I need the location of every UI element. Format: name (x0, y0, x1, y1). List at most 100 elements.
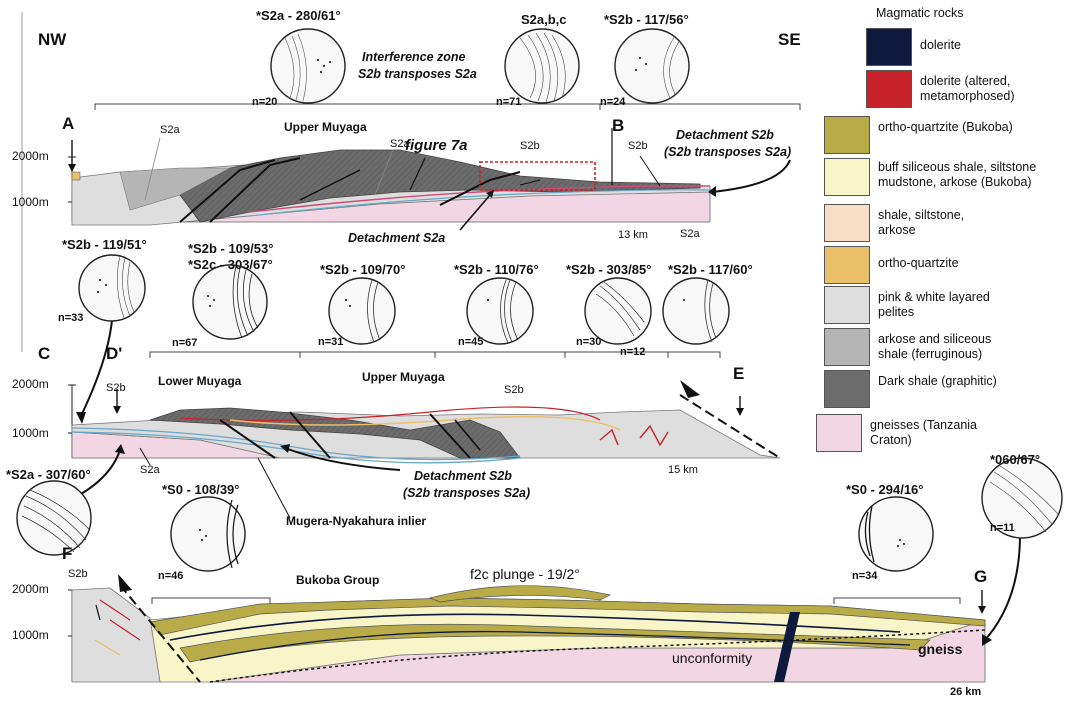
unconformity-label: unconformity (672, 650, 752, 666)
legend-item-ortho-quartzite-bukoba: ortho-quartzite (Bukoba) (816, 116, 1066, 156)
detachment-s2b-top-line1: Detachment S2b (676, 128, 774, 142)
endpoint-a: A (62, 114, 74, 134)
stereonet-s1-n: n=20 (252, 96, 277, 108)
stereonet-s4-title: *S2b - 119/51° (62, 237, 147, 252)
bukoba-group: Bukoba Group (296, 573, 379, 587)
endpoint-e: E (733, 364, 744, 384)
distance-bottom: 26 km (950, 686, 981, 698)
s2a-label-middle: S2a (140, 464, 160, 476)
stereonet-s7-n: n=45 (458, 336, 483, 348)
legend-label-arkose: arkose and siliceous shale (ferruginous) (878, 332, 1018, 362)
lower-muyaga: Lower Muyaga (158, 374, 241, 388)
elev-2000-top: 2000m (12, 149, 49, 163)
section-a-b (68, 104, 800, 230)
legend-label-ortho-quartzite: ortho-quartzite (878, 256, 1058, 271)
stereonet-s2 (505, 29, 579, 103)
legend-swatch-ortho-quartzite (824, 246, 870, 284)
upper-muyaga-top: Upper Muyaga (284, 120, 367, 134)
stereonet-s9-title: *S2b - 117/60° (668, 262, 753, 277)
stereonet-s8 (585, 278, 651, 344)
legend-label-shale-siltstone: shale, siltstone, arkose (878, 208, 988, 238)
endpoint-g: G (974, 567, 987, 587)
f2c-plunge: f2c plunge - 19/2° (470, 566, 580, 582)
legend-swatch-dolerite (866, 28, 912, 66)
elev-1000-middle: 1000m (12, 426, 49, 440)
legend-item-dolerite-altered: dolerite (altered, metamorphosed) (816, 70, 1066, 110)
legend-item-gneisses: gneisses (Tanzania Craton) (816, 414, 1066, 454)
s2b-label-middle-1: S2b (106, 382, 126, 394)
stereonet-s9 (663, 278, 729, 344)
stereonet-s4-n: n=33 (58, 312, 83, 324)
mugera-nyakahura-inlier: Mugera-Nyakahura inlier (286, 514, 426, 528)
stereonet-s3-n: n=24 (600, 96, 625, 108)
legend-magmatic-title: Magmatic rocks (876, 6, 964, 20)
detachment-s2b-middle-line1: Detachment S2b (414, 469, 512, 483)
se-label: SE (778, 30, 801, 50)
endpoint-c: C (38, 344, 50, 364)
legend-swatch-shale-siltstone (824, 204, 870, 242)
stereonet-s13-n: n=11 (990, 522, 1015, 534)
legend-swatch-gneisses (816, 414, 862, 452)
stereonet-s1-title: *S2a - 280/61° (256, 8, 341, 23)
s2b-label-middle-2: S2b (504, 384, 524, 396)
stereonet-s8-title: *S2b - 303/85° (566, 262, 651, 277)
legend-label-dolerite-altered: dolerite (altered, metamorphosed) (920, 74, 1065, 104)
legend-label-dark-shale: Dark shale (graphitic) (878, 374, 998, 389)
legend-item-dolerite: dolerite (816, 28, 1066, 68)
legend-swatch-ortho-quartzite-bukoba (824, 116, 870, 154)
stereonet-s6 (329, 278, 395, 344)
stereonet-s12 (859, 497, 933, 571)
legend-label-pelites: pink & white layared pelites (878, 290, 1018, 320)
stereonet-s6-n: n=31 (318, 336, 343, 348)
stereonet-s5-n: n=67 (172, 337, 197, 349)
legend-item-dark-shale: Dark shale (graphitic) (816, 370, 1066, 410)
stereonet-s6-title: *S2b - 109/70° (320, 262, 405, 277)
elev-1000-bottom: 1000m (12, 628, 49, 642)
legend-swatch-buff-shale (824, 158, 870, 196)
stereonet-s3-title: *S2b - 117/56° (604, 12, 689, 27)
stereonet-s1 (271, 29, 345, 103)
legend-swatch-dark-shale (824, 370, 870, 408)
stereonet-s4 (79, 255, 145, 321)
elev-2000-middle: 2000m (12, 377, 49, 391)
stereonet-s9-n: n=12 (620, 346, 645, 358)
legend-item-arkose: arkose and siliceous shale (ferruginous) (816, 328, 1066, 368)
s2b-label-bottom: S2b (68, 568, 88, 580)
stereonet-s5-title: *S2b - 109/53° (188, 241, 273, 256)
stereonet-s3 (615, 29, 689, 103)
endpoint-f: F (62, 544, 72, 564)
legend-item-buff-shale: buff siliceous shale, siltstone mudstone… (816, 158, 1066, 198)
stereonet-s8-n: n=30 (576, 336, 601, 348)
legend-swatch-dolerite-altered (866, 70, 912, 108)
elev-2000-bottom: 2000m (12, 582, 49, 596)
stereonet-s2-n: n=71 (496, 96, 521, 108)
detachment-s2a-top: Detachment S2a (348, 231, 445, 245)
s2b-label-top-2: S2b (628, 140, 648, 152)
s2b-label-top-1: S2b (520, 140, 540, 152)
legend-label-buff-shale: buff siliceous shale, siltstone mudstone… (878, 160, 1064, 190)
legend-label-gneisses: gneisses (Tanzania Craton) (870, 418, 1010, 448)
detachment-s2b-top-line2: (S2b transposes S2a) (664, 145, 791, 159)
legend-label-dolerite: dolerite (920, 38, 1060, 53)
stereonet-s11 (171, 497, 245, 571)
stereonet-s5 (193, 265, 267, 339)
stereonet-s2-title: S2a,b,c (521, 12, 567, 27)
s2a-label-top-2: S2a (390, 138, 410, 150)
legend-item-pelites: pink & white layared pelites (816, 286, 1066, 326)
legend-swatch-pelites (824, 286, 870, 324)
stereonet-s7-title: *S2b - 110/76° (454, 262, 539, 277)
gneiss-label: gneiss (918, 641, 962, 657)
interference-zone-line1: Interference zone (362, 50, 466, 64)
s2a-label-top-1: S2a (160, 124, 180, 136)
legend-item-ortho-quartzite: ortho-quartzite (816, 246, 1066, 286)
stereonet-s13-title: *060/67° (990, 452, 1040, 467)
legend-label-ortho-quartzite-bukoba: ortho-quartzite (Bukoba) (878, 120, 1058, 135)
legend-swatch-arkose (824, 328, 870, 366)
detachment-s2b-middle-line2: (S2b transposes S2a) (403, 486, 530, 500)
figure-7a-ref: figure 7a (405, 137, 468, 154)
upper-muyaga-middle: Upper Muyaga (362, 370, 445, 384)
endpoint-b: B (612, 116, 624, 136)
stereonet-s11-title: *S0 - 108/39° (162, 482, 239, 497)
endpoint-d-prime: D' (106, 344, 122, 364)
elev-1000-top: 1000m (12, 195, 49, 209)
